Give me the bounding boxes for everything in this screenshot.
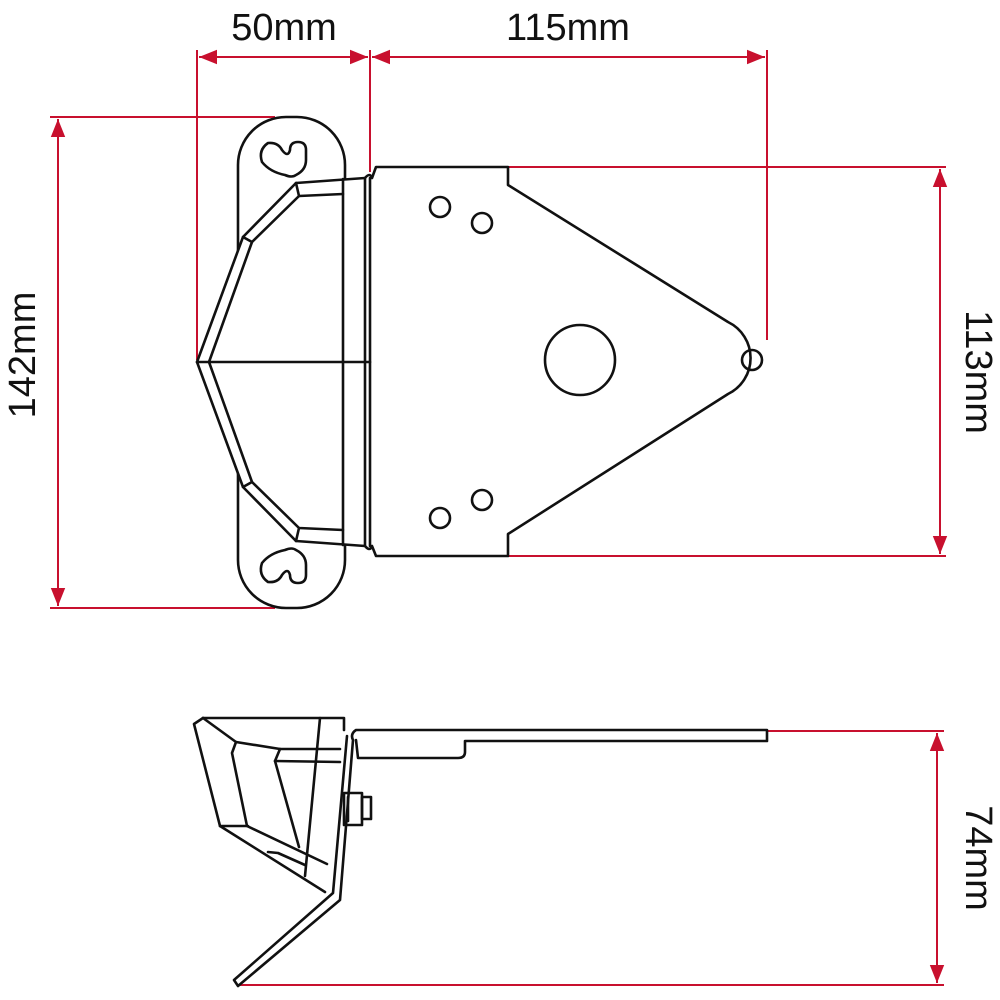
mount-hole	[740, 348, 764, 372]
dimension-lines	[50, 49, 948, 986]
dim-label-113mm: 113mm	[957, 310, 999, 434]
lamp-facet	[201, 716, 342, 751]
mount-hole	[470, 211, 494, 235]
mount-hole	[470, 488, 494, 512]
dim-label-50mm: 50mm	[231, 7, 337, 49]
side-view	[192, 716, 769, 988]
mount-hole	[428, 195, 452, 219]
bracket-profile	[232, 728, 769, 988]
reflector-inner-bottom	[207, 360, 345, 532]
dim-label-142mm: 142mm	[2, 292, 44, 419]
license-plate-mount	[363, 165, 752, 558]
lamp-top	[201, 716, 346, 732]
reflector-inner-top	[207, 192, 345, 364]
dim-label-74mm: 74mm	[957, 805, 999, 911]
dim-label-115mm: 115mm	[506, 7, 630, 49]
mount-hole	[428, 506, 452, 530]
lamp-outline	[192, 716, 327, 894]
top-view	[195, 115, 764, 610]
center-hole	[543, 323, 617, 397]
bolt-end	[360, 795, 373, 821]
keyhole-slot-bottom	[259, 547, 308, 585]
keyhole-slot-top	[259, 140, 308, 178]
